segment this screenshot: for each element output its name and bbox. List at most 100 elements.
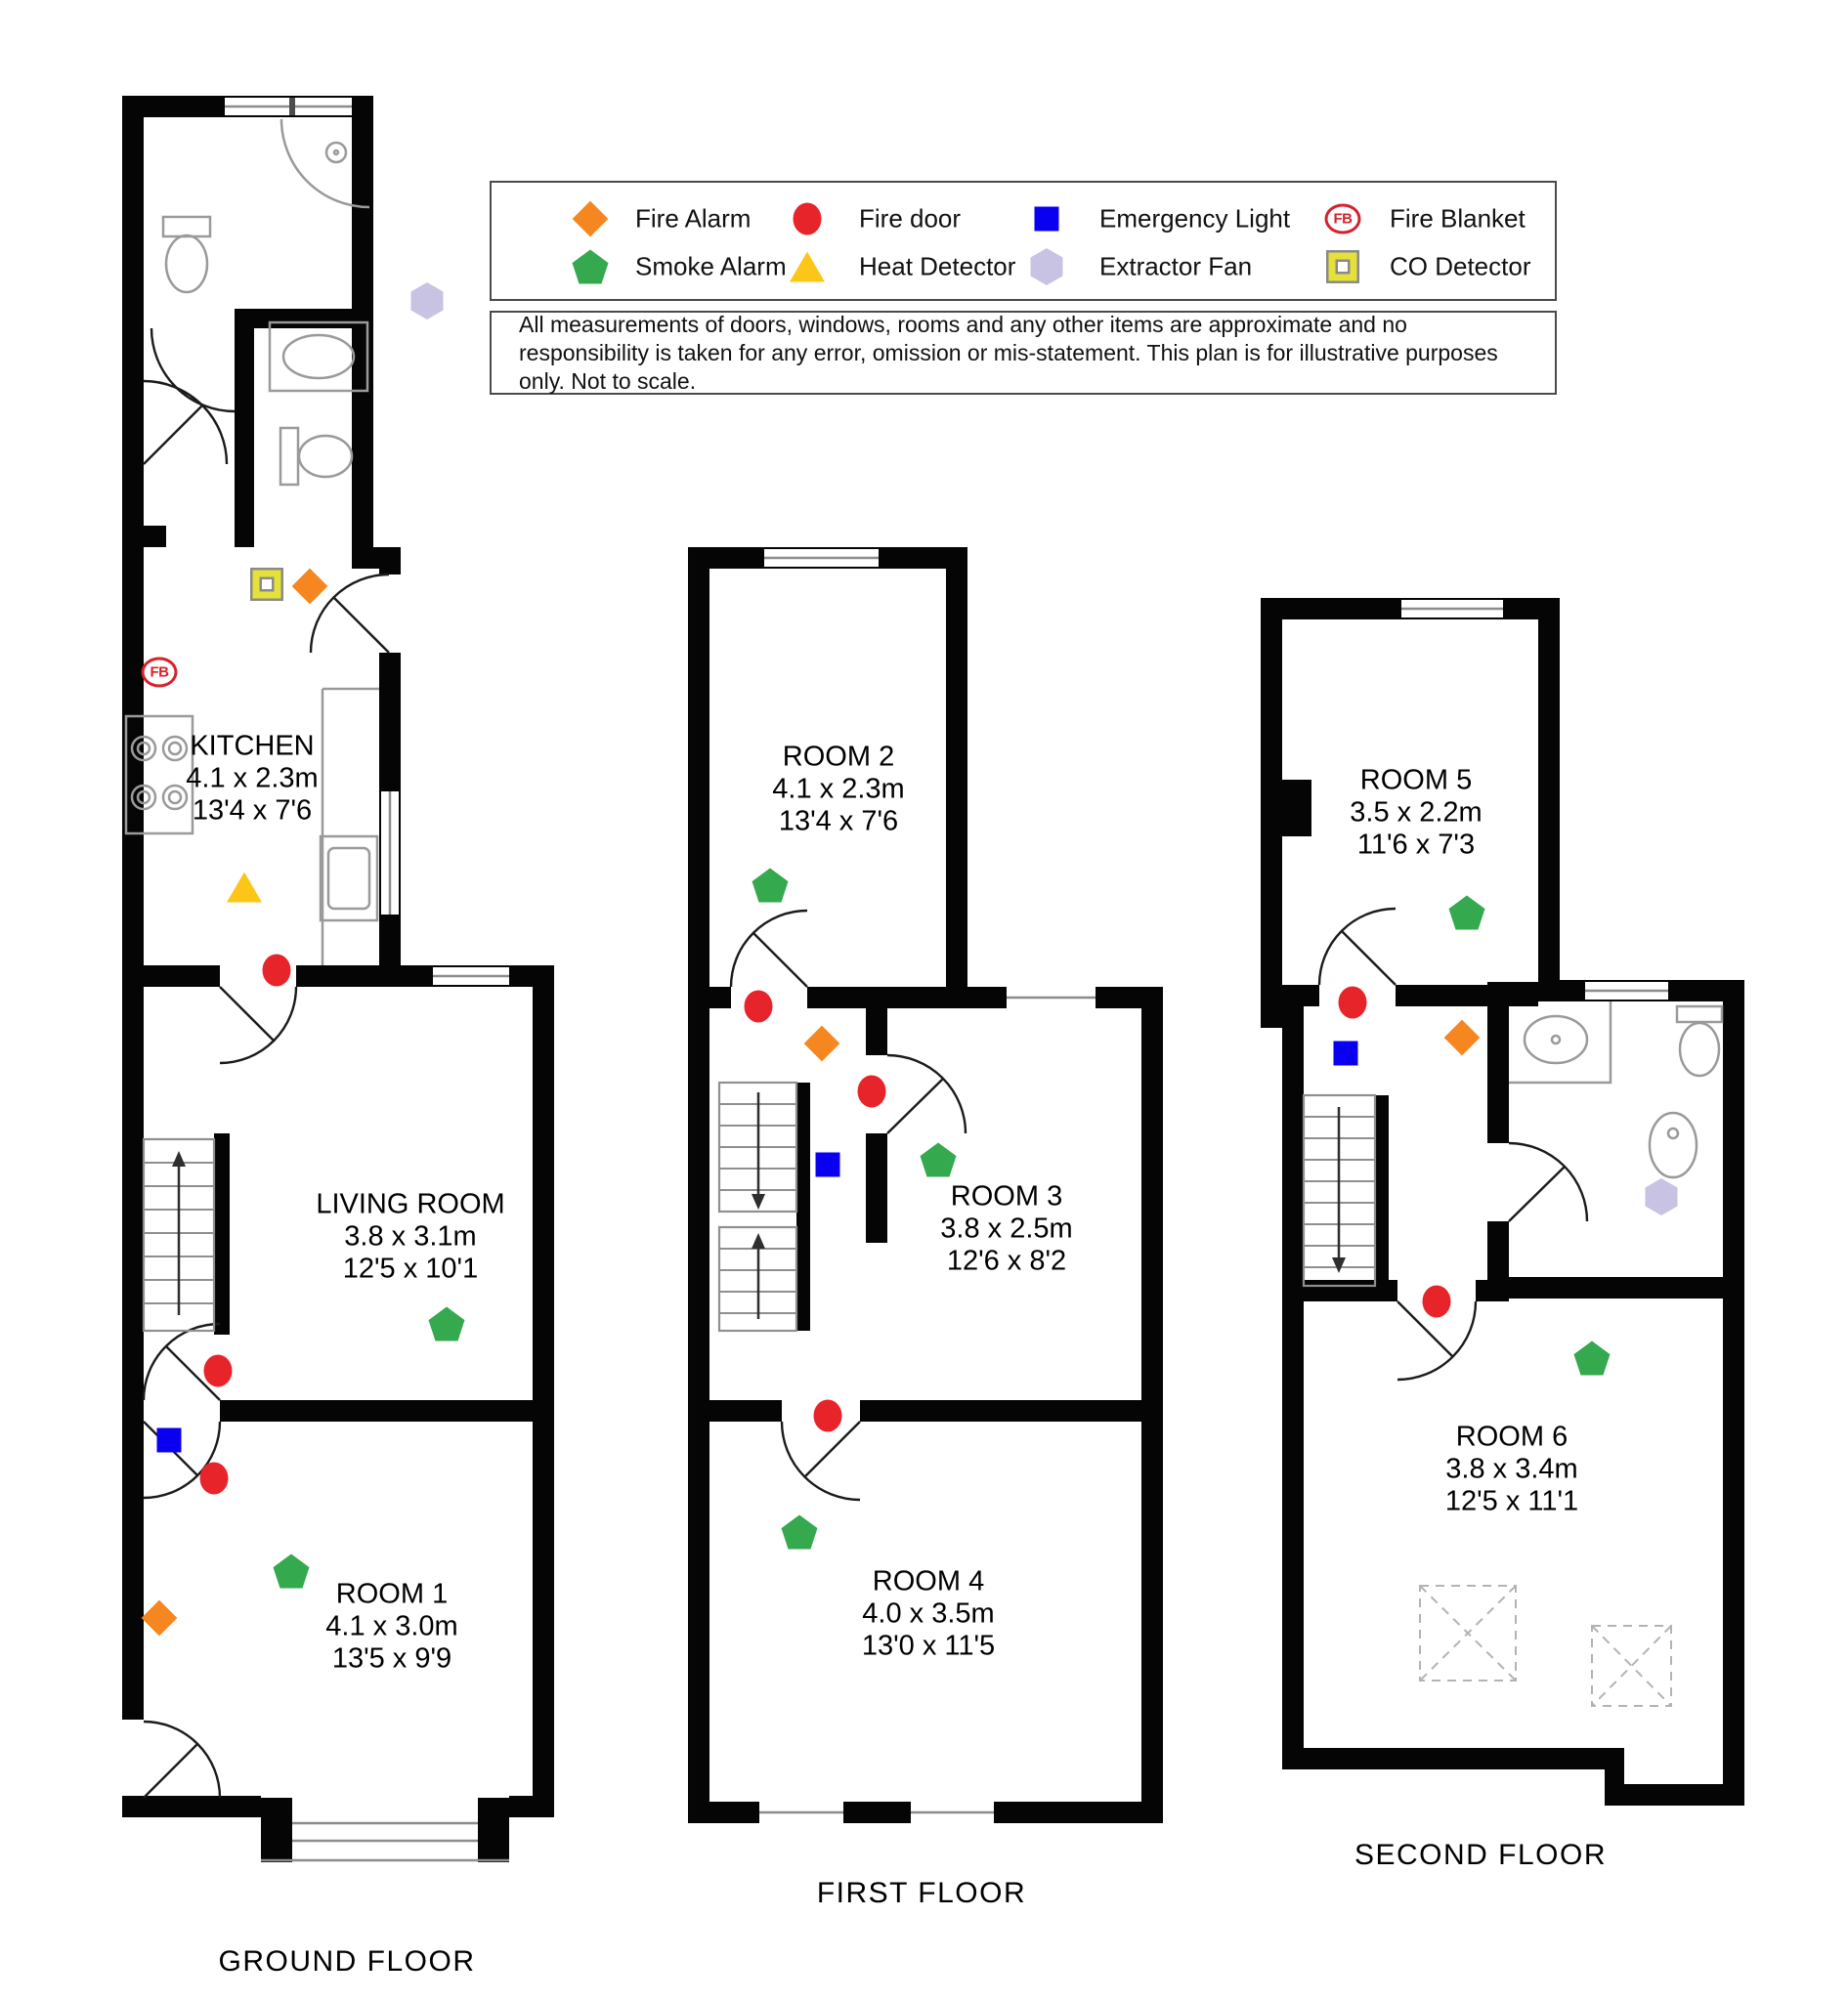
room-size-imperial: 13'5 x 9'9 bbox=[331, 1642, 452, 1675]
legend-label: Fire Alarm bbox=[635, 203, 752, 234]
toilet bbox=[1675, 1004, 1724, 1078]
room-size-imperial: 12'5 x 11'1 bbox=[1444, 1485, 1579, 1517]
floor-caption: FIRST FLOOR bbox=[816, 1877, 1027, 1909]
legend-label: Emergency Light bbox=[1099, 203, 1291, 234]
room-size-metric: 3.8 x 3.1m bbox=[344, 1220, 477, 1253]
smoke-alarm-marker bbox=[752, 868, 789, 903]
room-size-imperial: 13'0 x 11'5 bbox=[861, 1630, 996, 1662]
fire-alarm-icon bbox=[572, 200, 609, 237]
legend-label: Fire door bbox=[859, 203, 962, 234]
legend-label: Fire Blanket bbox=[1390, 203, 1526, 234]
heat-detector-marker bbox=[227, 872, 262, 903]
smoke-alarm-icon bbox=[572, 249, 609, 284]
room-size-metric: 4.1 x 2.3m bbox=[186, 762, 319, 794]
legend-label: Smoke Alarm bbox=[635, 251, 787, 281]
legend-label: Heat Detector bbox=[859, 251, 1016, 281]
toilet bbox=[161, 215, 212, 294]
room-name: ROOM 2 bbox=[782, 741, 895, 773]
skylight bbox=[1419, 1585, 1517, 1682]
fire-alarm-marker bbox=[1443, 1019, 1481, 1056]
fire-door-marker bbox=[203, 1354, 233, 1387]
toilet bbox=[279, 426, 354, 487]
room-name: ROOM 3 bbox=[950, 1180, 1063, 1213]
staircase bbox=[142, 1137, 216, 1333]
room-size-imperial: 13'4 x 7'6 bbox=[778, 805, 899, 837]
shower bbox=[279, 118, 370, 209]
smoke-alarm-marker bbox=[1573, 1341, 1611, 1376]
fire-door-marker bbox=[1338, 986, 1367, 1019]
co-detector-marker bbox=[252, 570, 281, 599]
fire-blanket-marker: FB bbox=[141, 657, 178, 688]
fire-alarm-marker bbox=[291, 568, 328, 605]
legend-label: CO Detector bbox=[1390, 251, 1531, 281]
room-size-metric: 3.5 x 2.2m bbox=[1350, 796, 1483, 829]
emergency-light-icon bbox=[1034, 206, 1059, 232]
floor-caption: GROUND FLOOR bbox=[218, 1945, 476, 1978]
extractor-fan-icon bbox=[1030, 248, 1063, 285]
extractor-fan-marker bbox=[1645, 1178, 1678, 1215]
first-floor-plan bbox=[688, 547, 1163, 1823]
legend-label: Extractor Fan bbox=[1099, 251, 1253, 281]
fire-alarm-marker bbox=[803, 1025, 840, 1062]
room-size-imperial: 12'6 x 8'2 bbox=[946, 1245, 1067, 1277]
smoke-alarm-marker bbox=[1448, 895, 1485, 930]
fire-door-marker bbox=[199, 1462, 229, 1495]
fire-door-icon bbox=[793, 202, 822, 235]
emergency-light-marker bbox=[815, 1152, 840, 1177]
fire-blanket-icon: FB bbox=[1324, 203, 1361, 234]
room-name: ROOM 6 bbox=[1455, 1421, 1569, 1453]
room-name: ROOM 4 bbox=[872, 1565, 985, 1597]
room-size-imperial: 12'5 x 10'1 bbox=[342, 1253, 479, 1285]
basin bbox=[268, 320, 369, 393]
room-size-imperial: 13'4 x 7'6 bbox=[192, 794, 313, 827]
emergency-light-marker bbox=[156, 1427, 182, 1453]
fire-door-marker bbox=[813, 1399, 842, 1432]
staircase bbox=[1302, 1093, 1389, 1288]
room-size-metric: 4.1 x 3.0m bbox=[325, 1610, 458, 1642]
room-size-metric: 4.0 x 3.5m bbox=[862, 1597, 995, 1630]
stove bbox=[124, 714, 194, 835]
fire-alarm-marker bbox=[141, 1599, 178, 1637]
room-name: ROOM 1 bbox=[335, 1578, 449, 1610]
co-detector-icon bbox=[1328, 252, 1357, 281]
disclaimer-box: All measurements of doors, windows, room… bbox=[490, 311, 1557, 395]
skylight bbox=[1591, 1625, 1672, 1707]
heat-detector-icon bbox=[790, 251, 825, 282]
room-size-metric: 3.8 x 3.4m bbox=[1445, 1453, 1578, 1485]
fire-door-marker bbox=[744, 990, 773, 1023]
floor-caption: SECOND FLOOR bbox=[1354, 1839, 1608, 1871]
ground-floor-plan bbox=[122, 96, 554, 1862]
emergency-light-marker bbox=[1333, 1041, 1358, 1066]
smoke-alarm-marker bbox=[920, 1142, 957, 1177]
smoke-alarm-marker bbox=[781, 1514, 818, 1550]
smoke-alarm-marker bbox=[428, 1306, 465, 1341]
room-size-metric: 4.1 x 2.3m bbox=[772, 773, 905, 805]
legend-box: Fire Alarm Fire door Emergency Light FB Fire… bbox=[490, 181, 1557, 301]
room-name: ROOM 5 bbox=[1359, 764, 1473, 796]
fire-door-marker bbox=[1422, 1285, 1451, 1318]
smoke-alarm-marker bbox=[273, 1554, 310, 1589]
staircase bbox=[717, 1081, 798, 1333]
fire-door-marker bbox=[857, 1075, 886, 1108]
bay-window bbox=[261, 1798, 509, 1862]
second-floor-plan bbox=[1261, 598, 1744, 1806]
extractor-fan-marker bbox=[410, 282, 444, 319]
room-name: LIVING ROOM bbox=[316, 1188, 505, 1220]
room-name: KITCHEN bbox=[190, 730, 315, 762]
basin bbox=[1509, 1001, 1612, 1085]
bidet bbox=[1648, 1111, 1698, 1179]
room-size-imperial: 11'6 x 7'3 bbox=[1356, 829, 1476, 861]
room-size-metric: 3.8 x 2.5m bbox=[940, 1213, 1073, 1245]
kitchen-sink bbox=[319, 834, 379, 922]
